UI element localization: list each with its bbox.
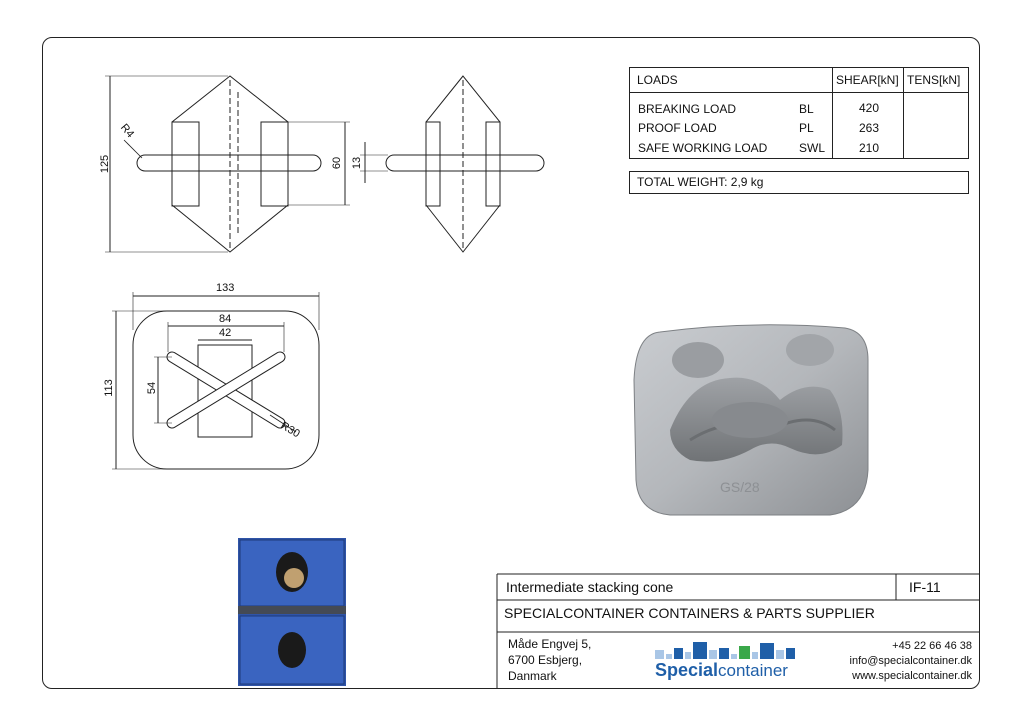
address-line-2: 6700 Esbjerg, [508, 653, 583, 667]
load-code: SWL [799, 141, 826, 155]
website-link[interactable]: www.specialcontainer.dk [852, 670, 972, 682]
total-weight-box [629, 171, 969, 194]
bottom-view [112, 292, 320, 470]
logo-word-special: Special [655, 660, 719, 680]
logo-word-container: container [718, 661, 788, 680]
address-line-1: Måde Engvej 5, [508, 637, 592, 651]
load-code: PL [799, 121, 814, 135]
dim-60: 60 [331, 156, 344, 170]
dim-13: 13 [351, 156, 364, 170]
load-name: BREAKING LOAD [638, 102, 737, 116]
address-line-3: Danmark [508, 669, 557, 683]
loads-table-divider [832, 67, 833, 159]
drawing-sheet [42, 37, 980, 689]
dim-84: 84 [219, 313, 232, 325]
product-code: IF-11 [909, 579, 941, 595]
company-logo: Special container [655, 640, 800, 685]
load-name: SAFE WORKING LOAD [638, 141, 768, 155]
phone: +45 22 66 46 38 [892, 640, 972, 652]
dim-133: 133 [216, 282, 235, 294]
container-corner-photo [238, 538, 346, 686]
dim-42: 42 [219, 327, 232, 339]
loads-table-header-row [629, 67, 969, 93]
shear-header: SHEAR[kN] [836, 73, 899, 87]
company-line: SPECIALCONTAINER CONTAINERS & PARTS SUPP… [504, 605, 875, 621]
cone-photo: GS/28 [633, 324, 869, 516]
load-code: BL [799, 102, 814, 116]
dim-54: 54 [146, 381, 159, 395]
loads-table [629, 67, 969, 159]
load-shear: 263 [859, 121, 880, 135]
front-view [105, 75, 350, 253]
dim-125: 125 [99, 154, 112, 174]
load-name: PROOF LOAD [638, 121, 717, 135]
total-weight: TOTAL WEIGHT: 2,9 kg [637, 175, 764, 189]
logo-blocks [655, 642, 795, 659]
side-view [360, 75, 545, 253]
tens-header: TENS[kN] [907, 73, 961, 87]
load-shear: 210 [859, 141, 880, 155]
loads-header: LOADS [637, 73, 678, 87]
loads-table-divider [903, 67, 904, 159]
casting-marking: GS/28 [720, 479, 760, 495]
product-name: Intermediate stacking cone [506, 579, 674, 595]
dim-113: 113 [102, 379, 115, 397]
title-block-lines [496, 573, 980, 689]
load-shear: 420 [859, 101, 880, 115]
email-link[interactable]: info@specialcontainer.dk [849, 655, 972, 667]
